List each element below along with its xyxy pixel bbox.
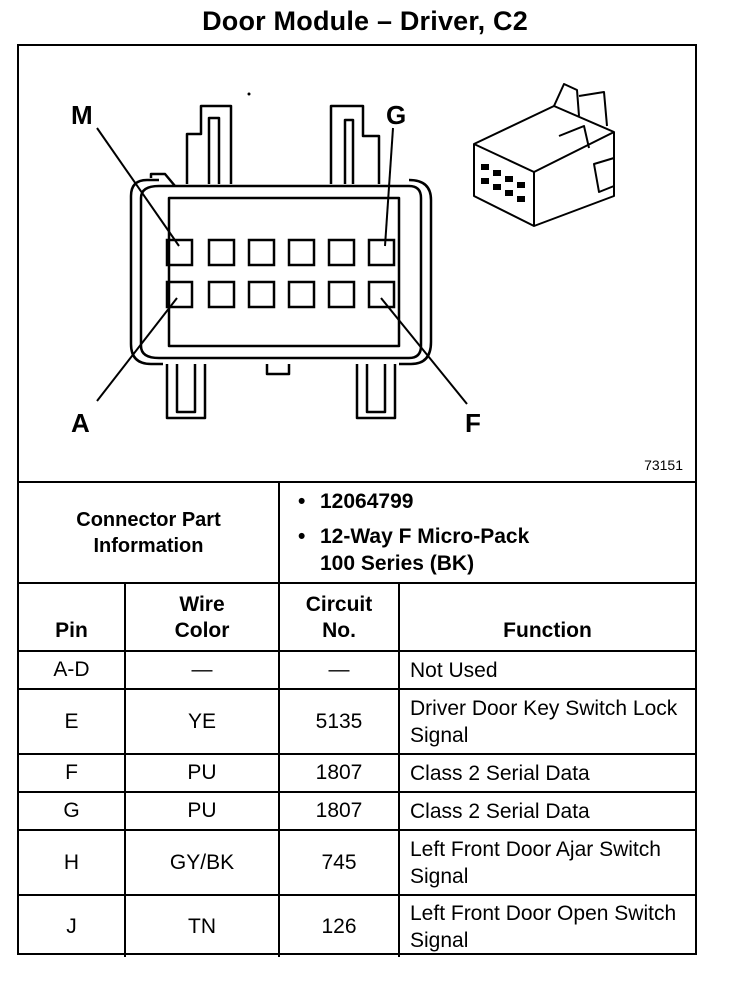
leader-m — [96, 127, 180, 247]
connector-description-line1: 12-Way F Micro-Pack — [298, 523, 695, 550]
part-number: 12064799 — [298, 488, 695, 515]
pin-label-m: M — [71, 100, 93, 130]
header-circuit: Circuit No. — [278, 582, 400, 652]
cell-circuit: — — [278, 650, 400, 690]
table-row: E YE 5135 Driver Door Key Switch Lock Si… — [19, 688, 696, 755]
cell-pin: E — [19, 688, 126, 755]
connector-diagram: M G A F 73151 — [19, 46, 695, 483]
cell-circuit: 126 — [278, 894, 400, 957]
cell-wire-color: — — [124, 650, 280, 690]
cell-function: Left Front Door Ajar Switch Signal — [397, 829, 696, 896]
cell-function: Driver Door Key Switch Lock Signal — [397, 688, 696, 755]
connector-3d-view — [473, 83, 615, 227]
table-header-row: Pin Wire Color Circuit No. Function — [19, 582, 696, 652]
connector-info-row: Connector Part Information 12064799 12-W… — [19, 483, 696, 584]
cell-circuit: 745 — [278, 829, 400, 896]
connector-info-details: 12064799 12-Way F Micro-Pack 100 Series … — [277, 483, 696, 584]
connector-sheet: M G A F 73151 Connector Part Information… — [17, 44, 697, 957]
header-wire-color: Wire Color — [124, 582, 280, 652]
cell-circuit: 5135 — [278, 688, 400, 755]
pinout-table: Connector Part Information 12064799 12-W… — [19, 483, 696, 957]
housing-outline — [139, 184, 423, 360]
pin-label-g: G — [386, 100, 407, 130]
pin-label-f: F — [465, 408, 481, 438]
leader-a — [96, 297, 178, 402]
header-function: Function — [397, 582, 696, 652]
cell-wire-color: TN — [124, 894, 280, 957]
cell-circuit: 1807 — [278, 753, 400, 793]
connector-face-drawing — [96, 83, 615, 420]
cell-circuit: 1807 — [278, 791, 400, 831]
leader-f — [380, 297, 468, 405]
cell-pin: J — [19, 894, 126, 957]
table-row: J TN 126 Left Front Door Open Switch Sig… — [19, 894, 696, 957]
cell-function: Class 2 Serial Data — [397, 791, 696, 831]
header-pin: Pin — [19, 582, 126, 652]
table-row: H GY/BK 745 Left Front Door Ajar Switch … — [19, 829, 696, 896]
leader-g — [384, 127, 394, 247]
cell-wire-color: GY/BK — [124, 829, 280, 896]
page-title: Door Module – Driver, C2 — [202, 6, 528, 36]
cell-function: Left Front Door Open Switch Signal — [397, 894, 696, 957]
table-row: A-D — — Not Used — [19, 650, 696, 690]
connector-info-label: Connector Part Information — [19, 483, 280, 584]
cell-wire-color: PU — [124, 791, 280, 831]
cell-pin: H — [19, 829, 126, 896]
left-bottom-tab — [165, 364, 207, 420]
right-bottom-tab — [355, 364, 397, 420]
connector-description-line2: 100 Series (BK) — [320, 552, 475, 575]
right-top-latch — [329, 104, 381, 184]
left-top-latch — [185, 104, 233, 184]
cell-wire-color: YE — [124, 688, 280, 755]
table-row: F PU 1807 Class 2 Serial Data — [19, 753, 696, 793]
cell-pin: A-D — [19, 650, 126, 690]
figure-number: 73151 — [644, 457, 683, 473]
pin-cavities — [165, 238, 396, 309]
cell-pin: G — [19, 791, 126, 831]
cell-function: Not Used — [397, 650, 696, 690]
pin-label-a: A — [71, 408, 90, 438]
cell-wire-color: PU — [124, 753, 280, 793]
cell-pin: F — [19, 753, 126, 793]
table-row: G PU 1807 Class 2 Serial Data — [19, 791, 696, 831]
cell-function: Class 2 Serial Data — [397, 753, 696, 793]
